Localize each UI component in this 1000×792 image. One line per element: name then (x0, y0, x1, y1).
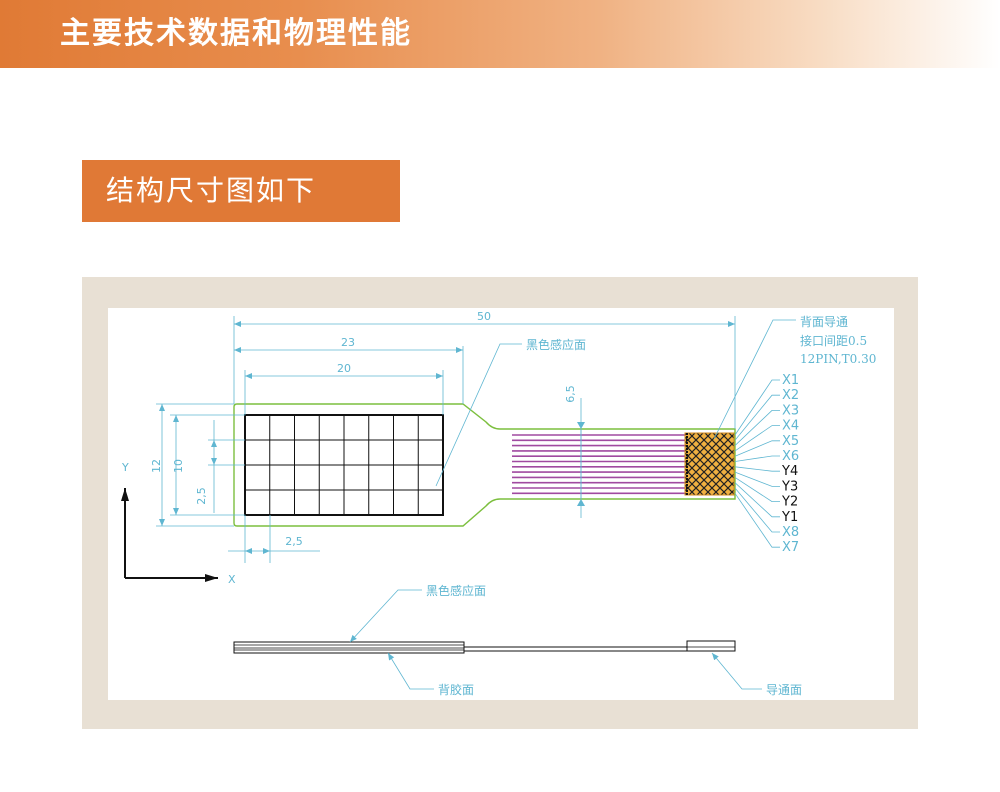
page-title: 主要技术数据和物理性能 (60, 16, 412, 51)
pin-label: X2 (782, 388, 799, 403)
section-title: 结构尺寸图如下 (106, 174, 317, 207)
section-tab: 结构尺寸图如下 (82, 160, 400, 222)
dim-pitch-h: 2,5 (285, 535, 303, 548)
dim-tail-width: 6,5 (564, 385, 577, 403)
diagram-frame: 50 23 20 12 10 2,5 2,5 6,5 Y X 黑色感应面 背面导… (82, 277, 918, 729)
pin-label: Y1 (781, 510, 798, 525)
callout-connector-line2: 接口间距0.5 (800, 333, 867, 348)
callout-adhesive-face: 背胶面 (438, 682, 474, 697)
sensor-outline (233, 403, 736, 527)
dim-height-inner: 10 (172, 459, 185, 473)
pin-label: X3 (782, 403, 799, 418)
pin-leader (734, 425, 780, 452)
pin-leader (734, 466, 780, 472)
pin-label: X6 (782, 449, 799, 464)
pin-label: Y2 (781, 495, 798, 510)
axis-label-x: X (228, 573, 236, 586)
dim-sensor-inner: 20 (337, 362, 351, 375)
pin-label: Y4 (781, 464, 798, 479)
pin-label: X7 (782, 540, 799, 555)
dim-height-outer: 12 (150, 459, 163, 473)
pin-label: Y3 (781, 479, 798, 494)
pin-leader (734, 482, 780, 518)
axis-label-y: Y (121, 461, 129, 474)
callout-connector-line3: 12PIN,T0.30 (800, 352, 876, 366)
pin-label: X5 (782, 434, 799, 449)
connector-pad (684, 432, 735, 496)
pin-leader (734, 455, 780, 462)
structure-diagram: 50 23 20 12 10 2,5 2,5 6,5 Y X 黑色感应面 背面导… (121, 310, 876, 697)
pin-leader (734, 487, 780, 533)
pin-leader (734, 471, 780, 487)
callout-black-face-top: 黑色感应面 (526, 337, 586, 352)
pin-label: X4 (782, 419, 799, 434)
pin-leader (734, 394, 780, 441)
pin-leader (734, 477, 780, 503)
side-view (233, 640, 736, 654)
header-bar: 主要技术数据和物理性能 (0, 0, 1000, 68)
sensor-grid (244, 414, 444, 516)
callout-conductive-face: 导通面 (766, 683, 802, 697)
pin-label: X8 (782, 525, 799, 540)
pin-leader (734, 410, 780, 446)
dim-overall: 50 (477, 310, 491, 323)
trace-lines (512, 434, 685, 495)
pin-leader (734, 379, 780, 436)
callout-connector-line1: 背面导通 (800, 315, 848, 329)
pin-label: X1 (782, 373, 799, 388)
pin-leader (734, 440, 780, 457)
diagram-canvas: 50 23 20 12 10 2,5 2,5 6,5 Y X 黑色感应面 背面导… (108, 308, 894, 700)
dim-sensor-outer: 23 (341, 336, 355, 349)
pin-leader (734, 493, 780, 548)
callout-black-face-side: 黑色感应面 (426, 583, 486, 598)
dim-pitch-v: 2,5 (195, 487, 208, 505)
